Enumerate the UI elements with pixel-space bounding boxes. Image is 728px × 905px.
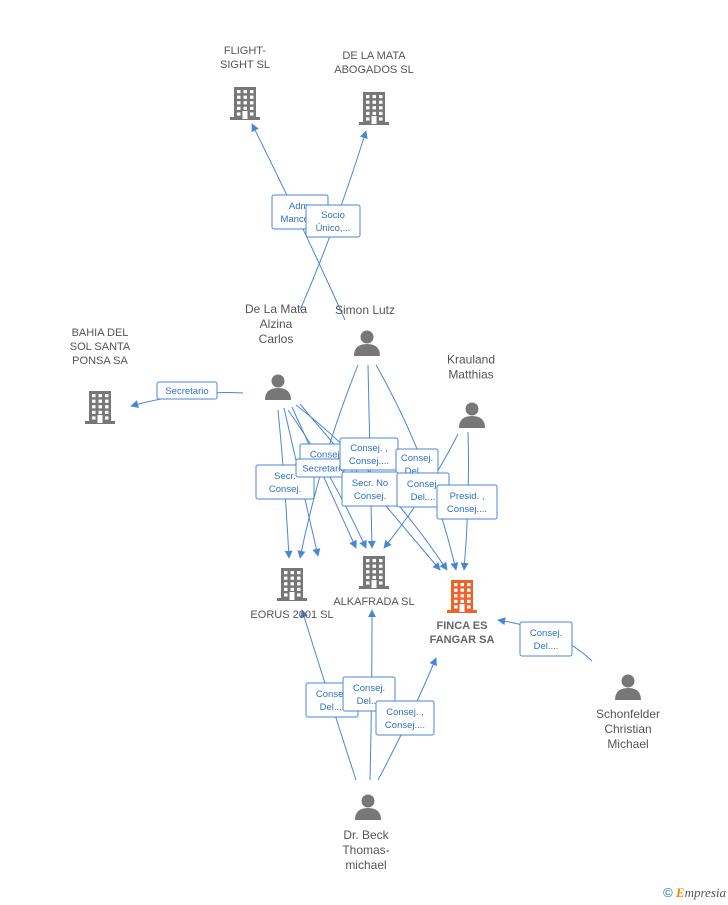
relation-box-6-line-1: Consej....: [349, 456, 389, 467]
bahia-label-line-2: PONSA SA: [72, 355, 128, 367]
relation-box-1-line-0: Socio: [321, 210, 345, 221]
relation-box-1[interactable]: SocioÚnico,...: [305, 204, 361, 238]
relation-box-7-line-0: Consej.: [401, 453, 433, 464]
beck-person-icon[interactable]: [355, 794, 381, 821]
finca-label-line-1: FANGAR SA: [430, 634, 495, 646]
relation-box-10[interactable]: Presid. , Consej....: [436, 484, 498, 520]
krauland-label-line-1: Matthias: [448, 368, 493, 382]
bahia-label-line-1: SOL SANTA: [70, 341, 131, 353]
delamata_c-label-line-0: De La Mata: [245, 302, 307, 316]
relation-box-8[interactable]: Secr. No Consej.: [341, 471, 399, 507]
alkafrada-building-icon[interactable]: [359, 556, 389, 589]
relation-box-10-line-0: Presid. ,: [450, 491, 485, 502]
relation-box-6-line-0: Consej. ,: [350, 443, 388, 454]
relation-box-0-line-0: Adm.: [289, 201, 311, 212]
relation-box-2-line-0: Secretario: [165, 386, 208, 397]
brand-footer: © Empresia: [663, 885, 726, 901]
relation-box-0-line-1: Mancom.: [280, 214, 319, 225]
delamata_c-label-line-2: Carlos: [259, 332, 294, 346]
relation-box-14-line-0: Consej. ,: [386, 707, 424, 718]
flight-building-icon[interactable]: [230, 87, 260, 120]
relation-boxes-layer: Adm.Mancom.SocioÚnico,...SecretarioSecr.…: [156, 194, 573, 736]
relation-box-9-line-1: Del....: [411, 492, 436, 503]
eorus-building-icon[interactable]: [277, 568, 307, 601]
delamata_ab-label-line-1: ABOGADOS SL: [334, 64, 413, 76]
relation-box-12-line-0: Consej.: [316, 689, 348, 700]
relation-box-10-line-1: Consej....: [447, 504, 487, 515]
beck-label-line-0: Dr. Beck: [343, 828, 389, 842]
delamata_ab-building-icon[interactable]: [359, 92, 389, 125]
relation-box-14[interactable]: Consej. , Consej....: [375, 700, 435, 736]
relation-box-2[interactable]: Secretario: [156, 381, 218, 400]
relation-box-6[interactable]: Consej. , Consej....: [339, 437, 399, 471]
relation-box-3-line-0: Secr.: [274, 471, 296, 482]
alkafrada-label-line-0: ALKAFRADA SL: [333, 596, 414, 608]
beck-label-line-1: Thomas-: [342, 843, 389, 857]
schonfelder-label-line-0: Schonfelder: [596, 707, 660, 721]
schonfelder-person-icon[interactable]: [615, 674, 641, 701]
relation-box-8-line-1: Consej.: [354, 491, 386, 502]
delamata_c-label-line-1: Alzina: [260, 317, 293, 331]
relation-box-11[interactable]: Consej. Del....: [519, 621, 573, 657]
krauland-person-icon[interactable]: [459, 402, 485, 429]
relation-box-5-line-0: Secretario: [302, 464, 345, 475]
relation-box-13-line-0: Consej.: [353, 683, 385, 694]
relation-box-11-line-0: Consej.: [530, 628, 562, 639]
bahia-label-line-0: BAHIA DEL: [72, 327, 129, 339]
copyright-icon: ©: [663, 885, 673, 900]
brand-logo-initial: E: [675, 885, 685, 900]
flight-label-line-0: FLIGHT-: [224, 45, 267, 57]
bahia-building-icon[interactable]: [85, 391, 115, 424]
relation-box-8-line-0: Secr. No: [352, 478, 388, 489]
simon-label-line-0: Simon Lutz: [335, 303, 395, 317]
delamata_c-person-icon[interactable]: [265, 374, 291, 401]
relation-box-4-line-0: Consej.: [310, 450, 342, 461]
finca-label-line-0: FINCA ES: [437, 620, 488, 632]
delamata_ab-label-line-0: DE LA MATA: [342, 50, 406, 62]
schonfelder-label-line-2: Michael: [607, 737, 648, 751]
nodes-layer: FLIGHT- SIGHT SL DE LA MATA ABOGADOS SL BAHI…: [70, 45, 660, 872]
relation-box-9-line-0: Consej.: [407, 479, 439, 490]
relation-box-14-line-1: Consej....: [385, 720, 425, 731]
relation-box-1-line-1: Único,...: [316, 223, 351, 234]
relation-box-13-line-1: Del....: [357, 696, 382, 707]
schonfelder-label-line-1: Christian: [604, 722, 651, 736]
finca-building-icon[interactable]: [447, 580, 477, 613]
brand-logo-text: mpresia: [684, 885, 726, 900]
beck-label-line-2: michael: [345, 858, 386, 872]
simon-person-icon[interactable]: [354, 330, 380, 357]
relation-box-12-line-1: Del....: [320, 702, 345, 713]
relation-box-11-line-1: Del....: [534, 641, 559, 652]
flight-label-line-1: SIGHT SL: [220, 59, 270, 71]
eorus-label-line-0: EORUS 2001 SL: [250, 609, 333, 621]
krauland-label-line-0: Krauland: [447, 353, 495, 367]
relation-box-3-line-1: Consej.: [269, 484, 301, 495]
relation-box-7-line-1: Del....: [405, 466, 430, 477]
